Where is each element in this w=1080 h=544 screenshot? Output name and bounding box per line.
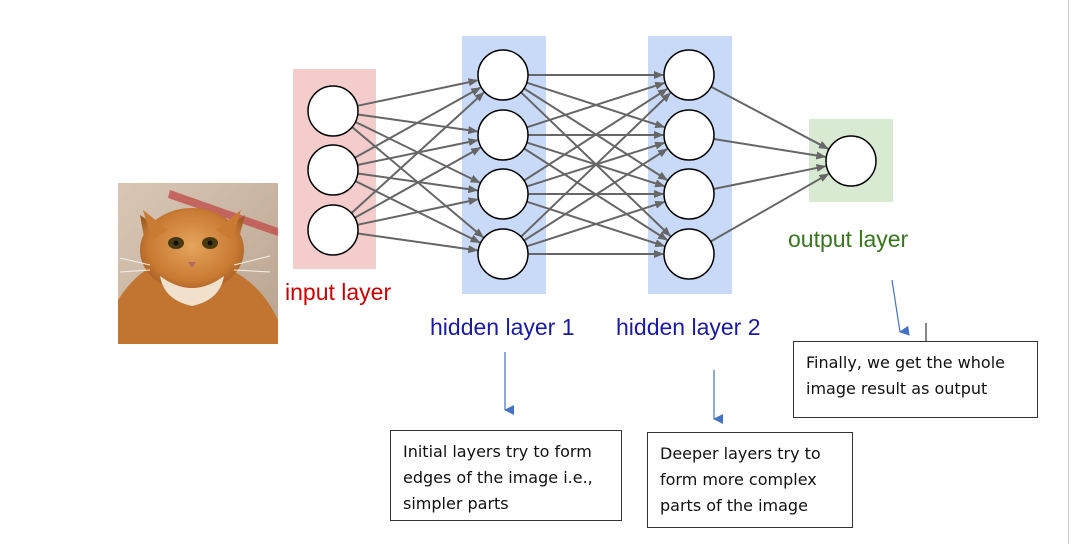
edge-hidden1-4-to-hidden2-1 bbox=[520, 92, 671, 238]
neuron-hidden2-2 bbox=[663, 109, 715, 161]
edge-input-3-to-hidden1-1 bbox=[350, 91, 485, 214]
initial-layers-note: Initial layers try to form edges of the … bbox=[390, 430, 622, 521]
neurons bbox=[307, 49, 877, 280]
hidden-layer-2-label: hidden layer 2 bbox=[616, 314, 761, 340]
neuron-hidden2-4 bbox=[663, 228, 715, 280]
edge-input-1-to-hidden1-1 bbox=[357, 78, 479, 107]
edge-hidden2-3-to-output-1 bbox=[713, 164, 827, 190]
edge-hidden1-4-to-hidden2-2 bbox=[523, 148, 668, 242]
connections bbox=[350, 71, 830, 258]
neuron-hidden1-3 bbox=[477, 168, 529, 220]
neuron-input-3 bbox=[307, 204, 359, 256]
edge-input-3-to-hidden1-3 bbox=[357, 197, 479, 226]
cat-image bbox=[118, 183, 278, 344]
deeper-layers-note: Deeper layers try to form more complex p… bbox=[647, 432, 853, 528]
edge-hidden1-2-to-hidden2-1 bbox=[526, 81, 666, 129]
edge-input-3-to-hidden1-2 bbox=[354, 146, 482, 219]
neuron-output-1 bbox=[825, 135, 877, 187]
neuron-input-1 bbox=[307, 85, 359, 137]
edge-hidden2-2-to-output-1 bbox=[713, 137, 827, 160]
neuron-hidden1-4 bbox=[477, 228, 529, 280]
arrow-to-final-note bbox=[891, 279, 910, 336]
input-layer-label: input layer bbox=[285, 279, 391, 305]
edge-input-3-to-hidden1-4 bbox=[357, 232, 479, 254]
output-layer-label: output layer bbox=[788, 226, 909, 252]
edge-hidden2-1-to-output-1 bbox=[710, 85, 829, 150]
final-output-note: Finally, we get the whole image result a… bbox=[793, 341, 1038, 418]
edge-input-2-to-hidden1-1 bbox=[354, 86, 482, 159]
edge-hidden1-3-to-hidden2-1 bbox=[523, 88, 668, 182]
hidden-layer-1-label: hidden layer 1 bbox=[430, 314, 575, 340]
neuron-hidden1-1 bbox=[477, 49, 529, 101]
neuron-input-2 bbox=[307, 144, 359, 196]
page-edge-divider bbox=[1068, 0, 1069, 544]
edge-hidden1-4-to-hidden2-3 bbox=[526, 200, 666, 248]
neuron-hidden2-3 bbox=[663, 168, 715, 220]
edge-hidden2-4-to-output-1 bbox=[710, 173, 830, 243]
neuron-hidden1-2 bbox=[477, 109, 529, 161]
neuron-hidden2-1 bbox=[663, 49, 715, 101]
